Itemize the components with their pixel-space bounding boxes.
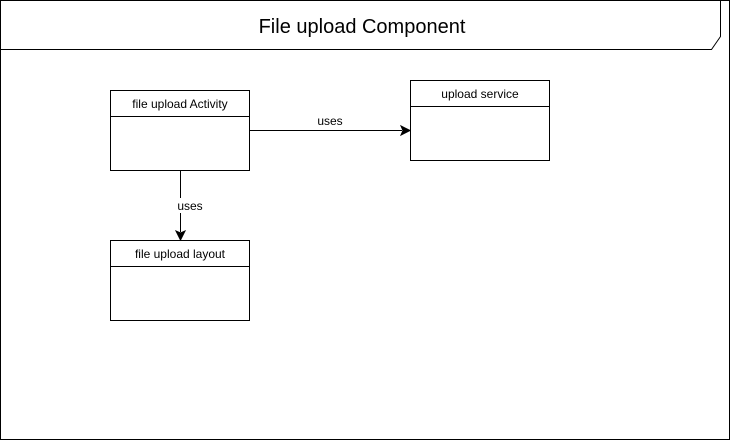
- box-file-upload-activity[interactable]: file upload Activity: [110, 90, 250, 171]
- activity-box-label: file upload Activity: [132, 97, 227, 111]
- edge-label-background: [170, 198, 194, 213]
- activity-box-outline: [110, 90, 250, 171]
- arrowhead-down-icon: [174, 229, 187, 242]
- edge-activity-layout-label: uses: [177, 199, 202, 213]
- edge-activity-service-label: uses: [317, 114, 342, 128]
- service-box-outline: [410, 80, 550, 161]
- frame-header-tab: [0, 0, 721, 50]
- box-upload-service[interactable]: upload service: [410, 80, 550, 161]
- edge-activity-to-layout[interactable]: uses: [170, 171, 203, 242]
- edge-activity-to-service[interactable]: uses: [250, 114, 412, 137]
- arrowhead-right-icon: [399, 124, 412, 137]
- box-file-upload-layout[interactable]: file upload layout: [110, 240, 250, 321]
- service-box-label: upload service: [441, 87, 519, 101]
- frame-title: File upload Component: [259, 16, 466, 38]
- layout-box-label: file upload layout: [135, 247, 226, 261]
- layout-box-outline: [110, 240, 250, 321]
